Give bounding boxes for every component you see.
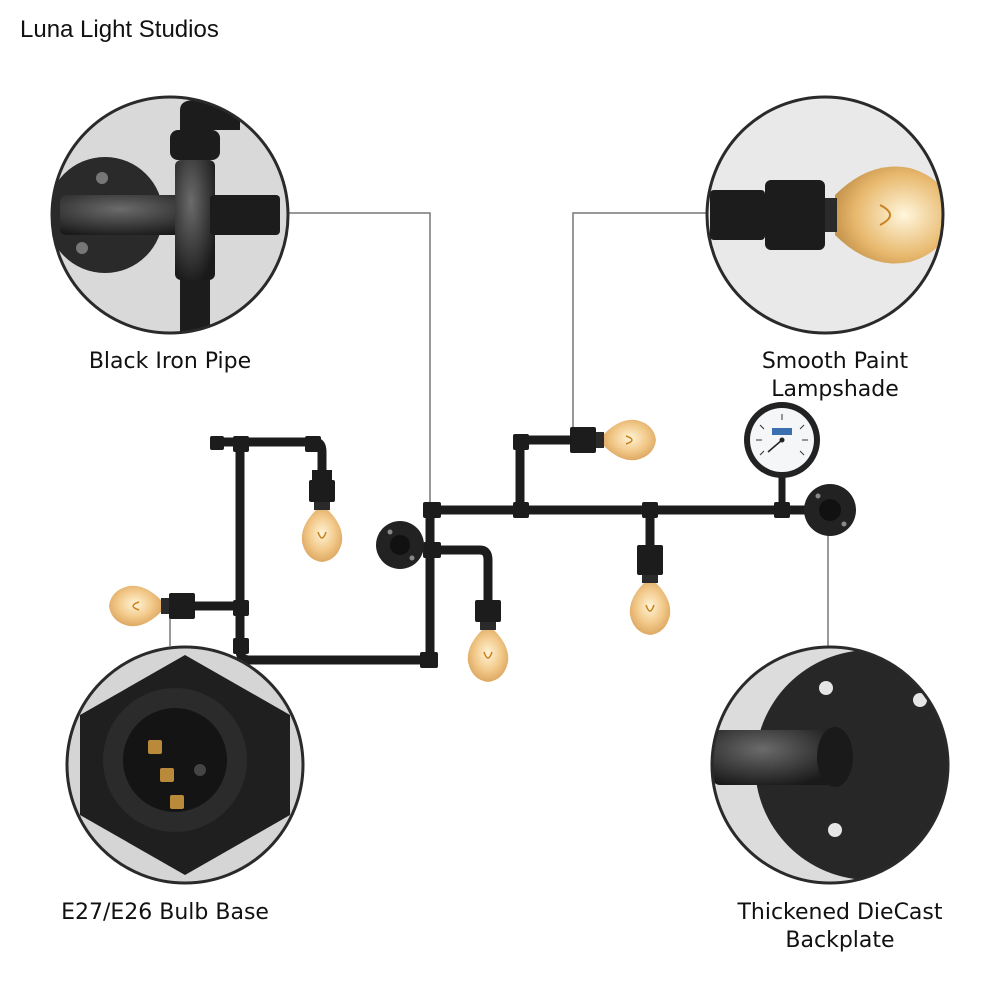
callout-label-lampshade: Smooth Paint Lampshade <box>725 348 945 404</box>
pipe-joints <box>210 434 790 668</box>
callout-text: E27/E26 Bulb Base <box>61 900 269 925</box>
detail-circle-pipe <box>50 95 290 335</box>
callout-label-bulb-base: E27/E26 Bulb Base <box>45 899 285 927</box>
fixture-backplate-left <box>376 521 424 569</box>
callout-lines <box>169 212 829 648</box>
edison-bulb-icon <box>570 419 656 461</box>
callout-text: Black Iron Pipe <box>88 349 252 374</box>
brand-name: Luna Light Studios <box>20 16 219 43</box>
detail-circle-lampshade <box>705 95 945 335</box>
pipe-fixture <box>190 435 835 665</box>
pressure-gauge-icon <box>744 402 820 478</box>
edison-bulb-icon <box>467 600 509 682</box>
callout-text: Lampshade <box>771 377 899 402</box>
callout-label-pipe: Black Iron Pipe <box>70 348 270 376</box>
edison-bulb-icon <box>301 470 343 562</box>
callout-text: Thickened DieCast <box>737 900 943 925</box>
callout-label-backplate: Thickened DieCast Backplate <box>715 899 965 955</box>
callout-line-shade <box>572 212 707 430</box>
edison-bulb-icon <box>629 545 671 635</box>
callout-line-pipe <box>288 212 431 510</box>
fixture-backplate-right <box>804 484 856 536</box>
detail-circle-backplate <box>710 645 950 885</box>
callout-text: Backplate <box>785 928 895 953</box>
edison-bulb-icon <box>109 585 195 627</box>
detail-circle-bulb-base <box>65 645 305 885</box>
callout-text: Smooth Paint <box>761 349 909 374</box>
